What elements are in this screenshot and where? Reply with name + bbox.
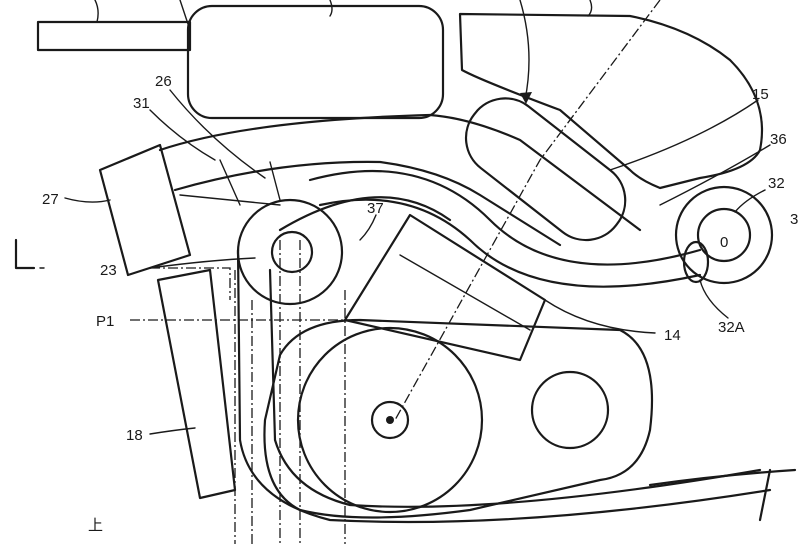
main-disc-hub [370, 400, 410, 440]
label-23: 23 [100, 262, 117, 279]
leader-14 [544, 299, 656, 334]
leader-15 [609, 99, 759, 171]
guide-pill-15 [464, 97, 627, 242]
base-plate [263, 318, 654, 519]
block-27 [98, 143, 192, 277]
main-disc-center [386, 416, 394, 424]
arm-31 [158, 113, 642, 232]
link-line-3 [179, 194, 281, 206]
leader-top-3 [329, 0, 333, 17]
arrow-head [520, 92, 532, 104]
arm-26 [173, 160, 562, 247]
cable-14-upper [308, 170, 702, 266]
label-0: 0 [720, 234, 728, 251]
leader-top-4 [587, 0, 593, 17]
top-left-shaft [36, 20, 192, 52]
leader-37 [359, 214, 377, 241]
bottom-right-sweep [648, 468, 797, 487]
belt-inner [268, 268, 762, 508]
upper-right-housing [458, 12, 764, 190]
link-line-2 [269, 161, 281, 201]
center-line-diagonal [394, 0, 661, 421]
pulley-23-outer [236, 198, 344, 306]
upper-housing-box [186, 4, 445, 120]
leader-26 [169, 89, 266, 179]
leader-23 [149, 257, 256, 269]
leader-top-1 [94, 0, 99, 23]
label-32: 32 [768, 175, 785, 192]
leader-27 [64, 197, 111, 203]
roller-32a [682, 240, 710, 284]
label-up: 上 [88, 517, 103, 534]
label-37: 37 [367, 200, 384, 217]
label-15: 15 [752, 86, 769, 103]
leader-31 [149, 109, 216, 161]
base-hole [530, 370, 610, 450]
link-line-1 [219, 159, 241, 206]
leader-32a [699, 279, 729, 319]
roller-32-inner [696, 207, 752, 263]
label-26: 26 [155, 73, 172, 90]
slanted-block [343, 213, 547, 362]
pulley-23-inner [270, 230, 314, 274]
main-disc-outer [296, 326, 484, 514]
roller-32-outer [674, 185, 774, 285]
leader-32 [734, 189, 766, 213]
label-31: 31 [133, 95, 150, 112]
arrow-line [519, 0, 530, 101]
arc-37 [278, 196, 452, 232]
guide-line-23 [150, 267, 231, 300]
side-axis-mark [14, 238, 36, 270]
cable-14-lower [318, 198, 702, 288]
block-line [399, 254, 531, 331]
label-18: 18 [126, 427, 143, 444]
label-36: 36 [770, 131, 787, 148]
belt-outer [236, 248, 772, 524]
bar-18 [156, 268, 237, 500]
label-32a: 32A [718, 319, 745, 336]
leader-18 [149, 427, 196, 435]
label-14: 14 [664, 327, 681, 344]
label-27: 27 [42, 191, 59, 208]
label-p1: P1 [96, 313, 114, 330]
right-edge-post [758, 468, 772, 522]
leader-36 [659, 144, 771, 206]
label-3: 3 [790, 211, 798, 228]
leader-top-2 [179, 0, 191, 31]
